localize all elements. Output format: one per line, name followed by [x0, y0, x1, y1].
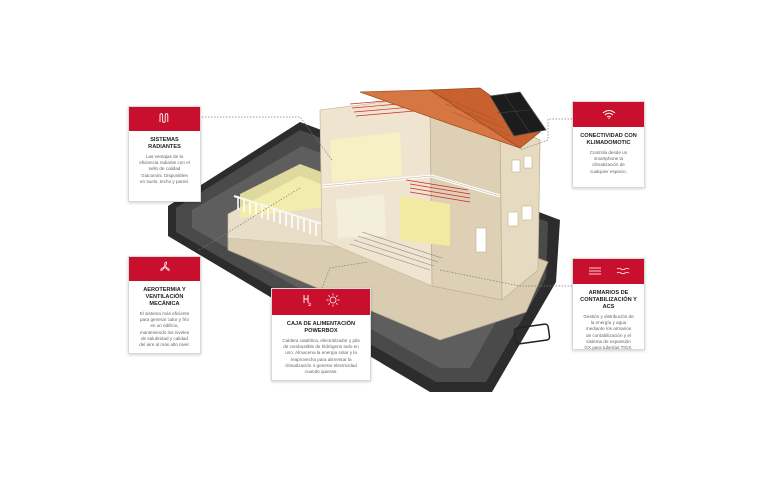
card-title: SISTEMAS RADIANTES — [148, 137, 181, 150]
card-title: ARMARIOS DE CONTABILIZACIÓN Y ACS — [580, 290, 637, 310]
card-header — [272, 289, 370, 315]
hydrogen-icon — [302, 293, 312, 311]
card-header — [129, 257, 200, 281]
card-title: CONECTIVIDAD CON KLIMADOMOTIC — [580, 133, 637, 146]
card-title: AEROTERMIA Y VENTILACIÓN MECÁNICA — [143, 287, 186, 307]
card-description: Controla desde un smartphone la climatiz… — [589, 150, 628, 174]
water-waves-icon — [616, 263, 630, 281]
card-description: Las ventajas de la eficiencia radiante c… — [139, 154, 190, 184]
card-conectividad-klimadomotic[interactable]: CONECTIVIDAD CON KLIMADOMOTIC Controla d… — [572, 101, 645, 188]
card-header — [573, 259, 644, 284]
card-description: Caldera catalítica, electrolizador y pil… — [282, 338, 360, 375]
wifi-icon — [602, 106, 616, 124]
balustrade — [237, 196, 317, 236]
radiator-lines-icon — [588, 263, 602, 281]
radiant-coil-icon — [159, 110, 171, 128]
card-caja-alimentacion-powerbox[interactable]: CAJA DE ALIMENTACIÓN POWERBOX Caldera ca… — [271, 288, 371, 381]
card-description: El sistema más eficiente para generar ca… — [139, 311, 190, 348]
card-aerotermia-ventilacion[interactable]: AEROTERMIA Y VENTILACIÓN MECÁNICA El sis… — [128, 256, 201, 354]
card-header — [129, 107, 200, 131]
solar-panel — [489, 91, 547, 137]
card-sistemas-radiantes[interactable]: SISTEMAS RADIANTES Las ventajas de la ef… — [128, 106, 201, 202]
card-header — [573, 102, 644, 127]
card-title: CAJA DE ALIMENTACIÓN POWERBOX — [286, 321, 356, 334]
sun-icon — [326, 293, 340, 312]
card-description: Gestión y distribución de la energía y a… — [583, 314, 634, 351]
fan-icon — [158, 260, 172, 278]
card-armarios-contabilizacion-acs[interactable]: ARMARIOS DE CONTABILIZACIÓN Y ACS Gestió… — [572, 258, 645, 350]
